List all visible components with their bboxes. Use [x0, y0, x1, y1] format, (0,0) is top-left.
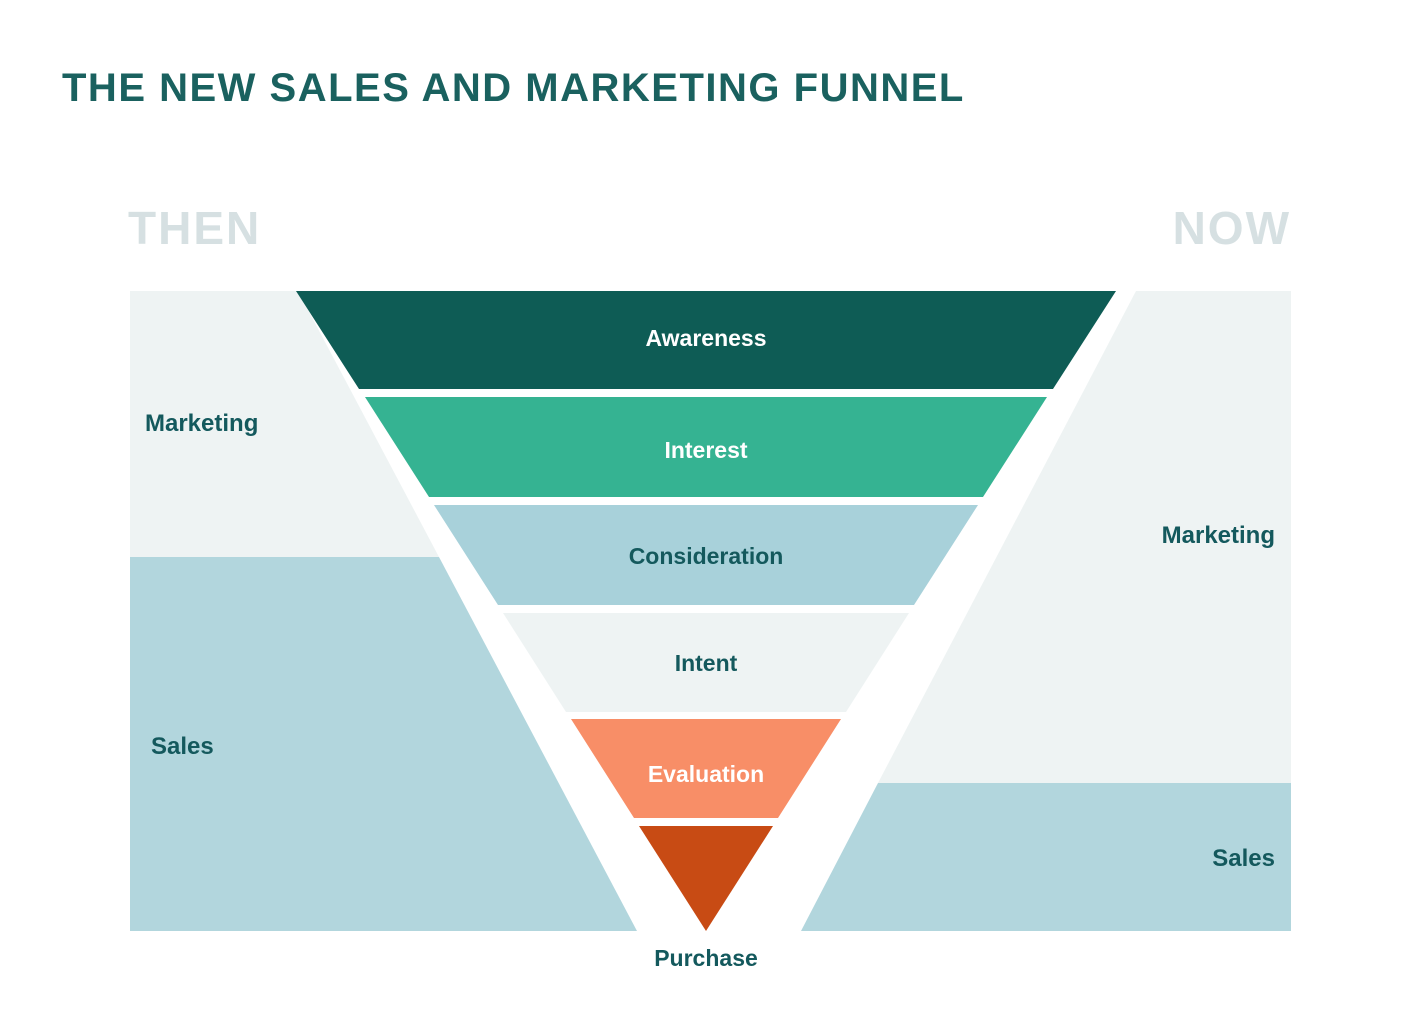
then-marketing-label: Marketing [145, 410, 258, 437]
now-sales-region [801, 783, 1291, 931]
funnel-label-intent: Intent [675, 650, 738, 676]
funnel-label-evaluation: Evaluation [648, 761, 764, 787]
funnel-label-awareness: Awareness [645, 325, 766, 351]
then-sales-region [130, 557, 637, 931]
funnel-stage-evaluation [571, 719, 841, 818]
now-marketing-label: Marketing [1162, 522, 1275, 549]
now-marketing-region [878, 291, 1291, 783]
funnel-label-consideration: Consideration [629, 543, 784, 569]
funnel-label-interest: Interest [664, 437, 747, 463]
funnel-stage-consideration [434, 505, 978, 605]
then-marketing-region [130, 291, 439, 557]
funnel-stage-awareness [296, 291, 1116, 389]
now-sales-label: Sales [1212, 845, 1275, 872]
funnel-stage-purchase [639, 826, 773, 931]
funnel-stage-intent [503, 613, 909, 712]
then-heading: THEN [128, 202, 261, 254]
page-title: THE NEW SALES AND MARKETING FUNNEL [62, 66, 965, 110]
then-sales-label: Sales [151, 733, 214, 760]
funnel-stage-interest [365, 397, 1047, 497]
now-heading: NOW [1173, 202, 1291, 254]
funnel-label-purchase: Purchase [654, 945, 758, 971]
